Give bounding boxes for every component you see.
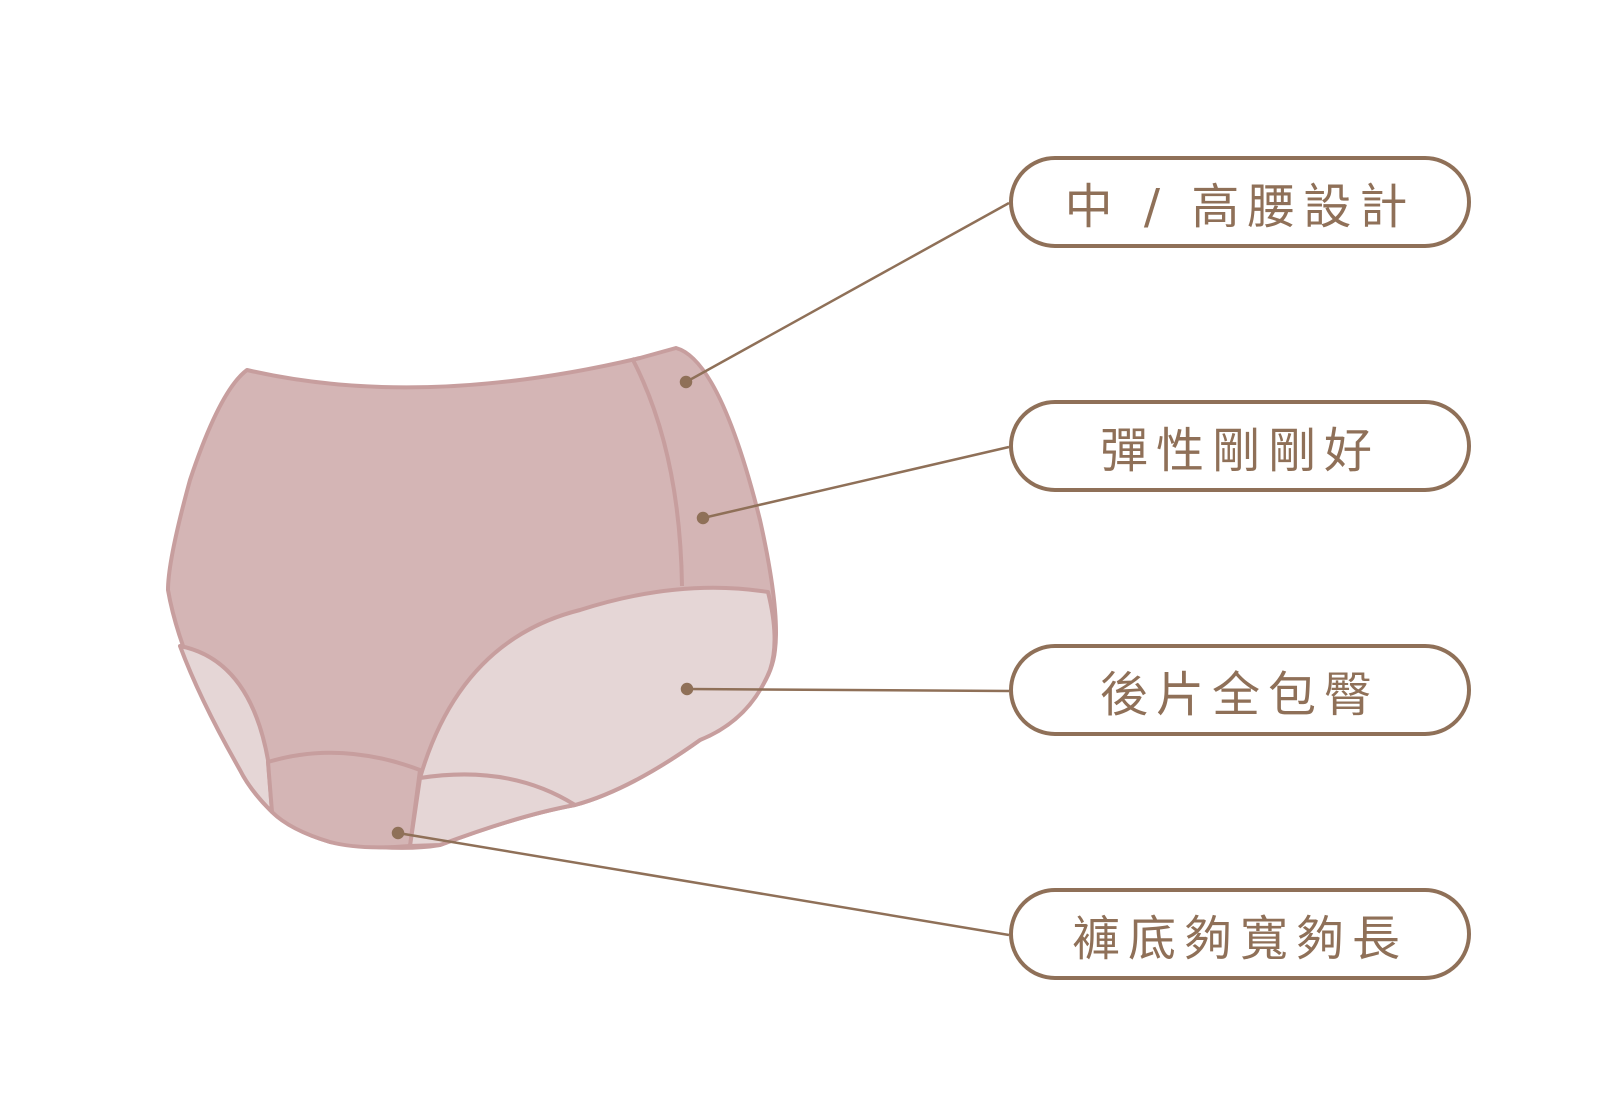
- label-gusset: 褲底夠寬夠長: [1009, 888, 1471, 980]
- label-text: 中 / 高腰設計: [1064, 179, 1416, 235]
- callout-dot: [680, 682, 694, 696]
- leg-opening-left: [178, 644, 274, 814]
- label-text: 後片全包臀: [1099, 667, 1380, 723]
- callout-dot: [679, 375, 693, 389]
- label-waist-design: 中 / 高腰設計: [1009, 156, 1471, 248]
- gusset-back: [408, 772, 577, 848]
- gusset-front: [266, 750, 422, 850]
- label-elasticity: 彈性剛剛好: [1009, 400, 1471, 492]
- side-seam: [630, 357, 684, 587]
- label-text: 彈性剛剛好: [1099, 423, 1380, 479]
- callout-dot: [696, 511, 710, 525]
- label-text: 褲底夠寬夠長: [1071, 911, 1408, 967]
- callout-lines: [391, 201, 1010, 937]
- callout-dot: [391, 826, 405, 840]
- label-full-back-coverage: 後片全包臀: [1009, 644, 1471, 736]
- garment: [166, 346, 778, 850]
